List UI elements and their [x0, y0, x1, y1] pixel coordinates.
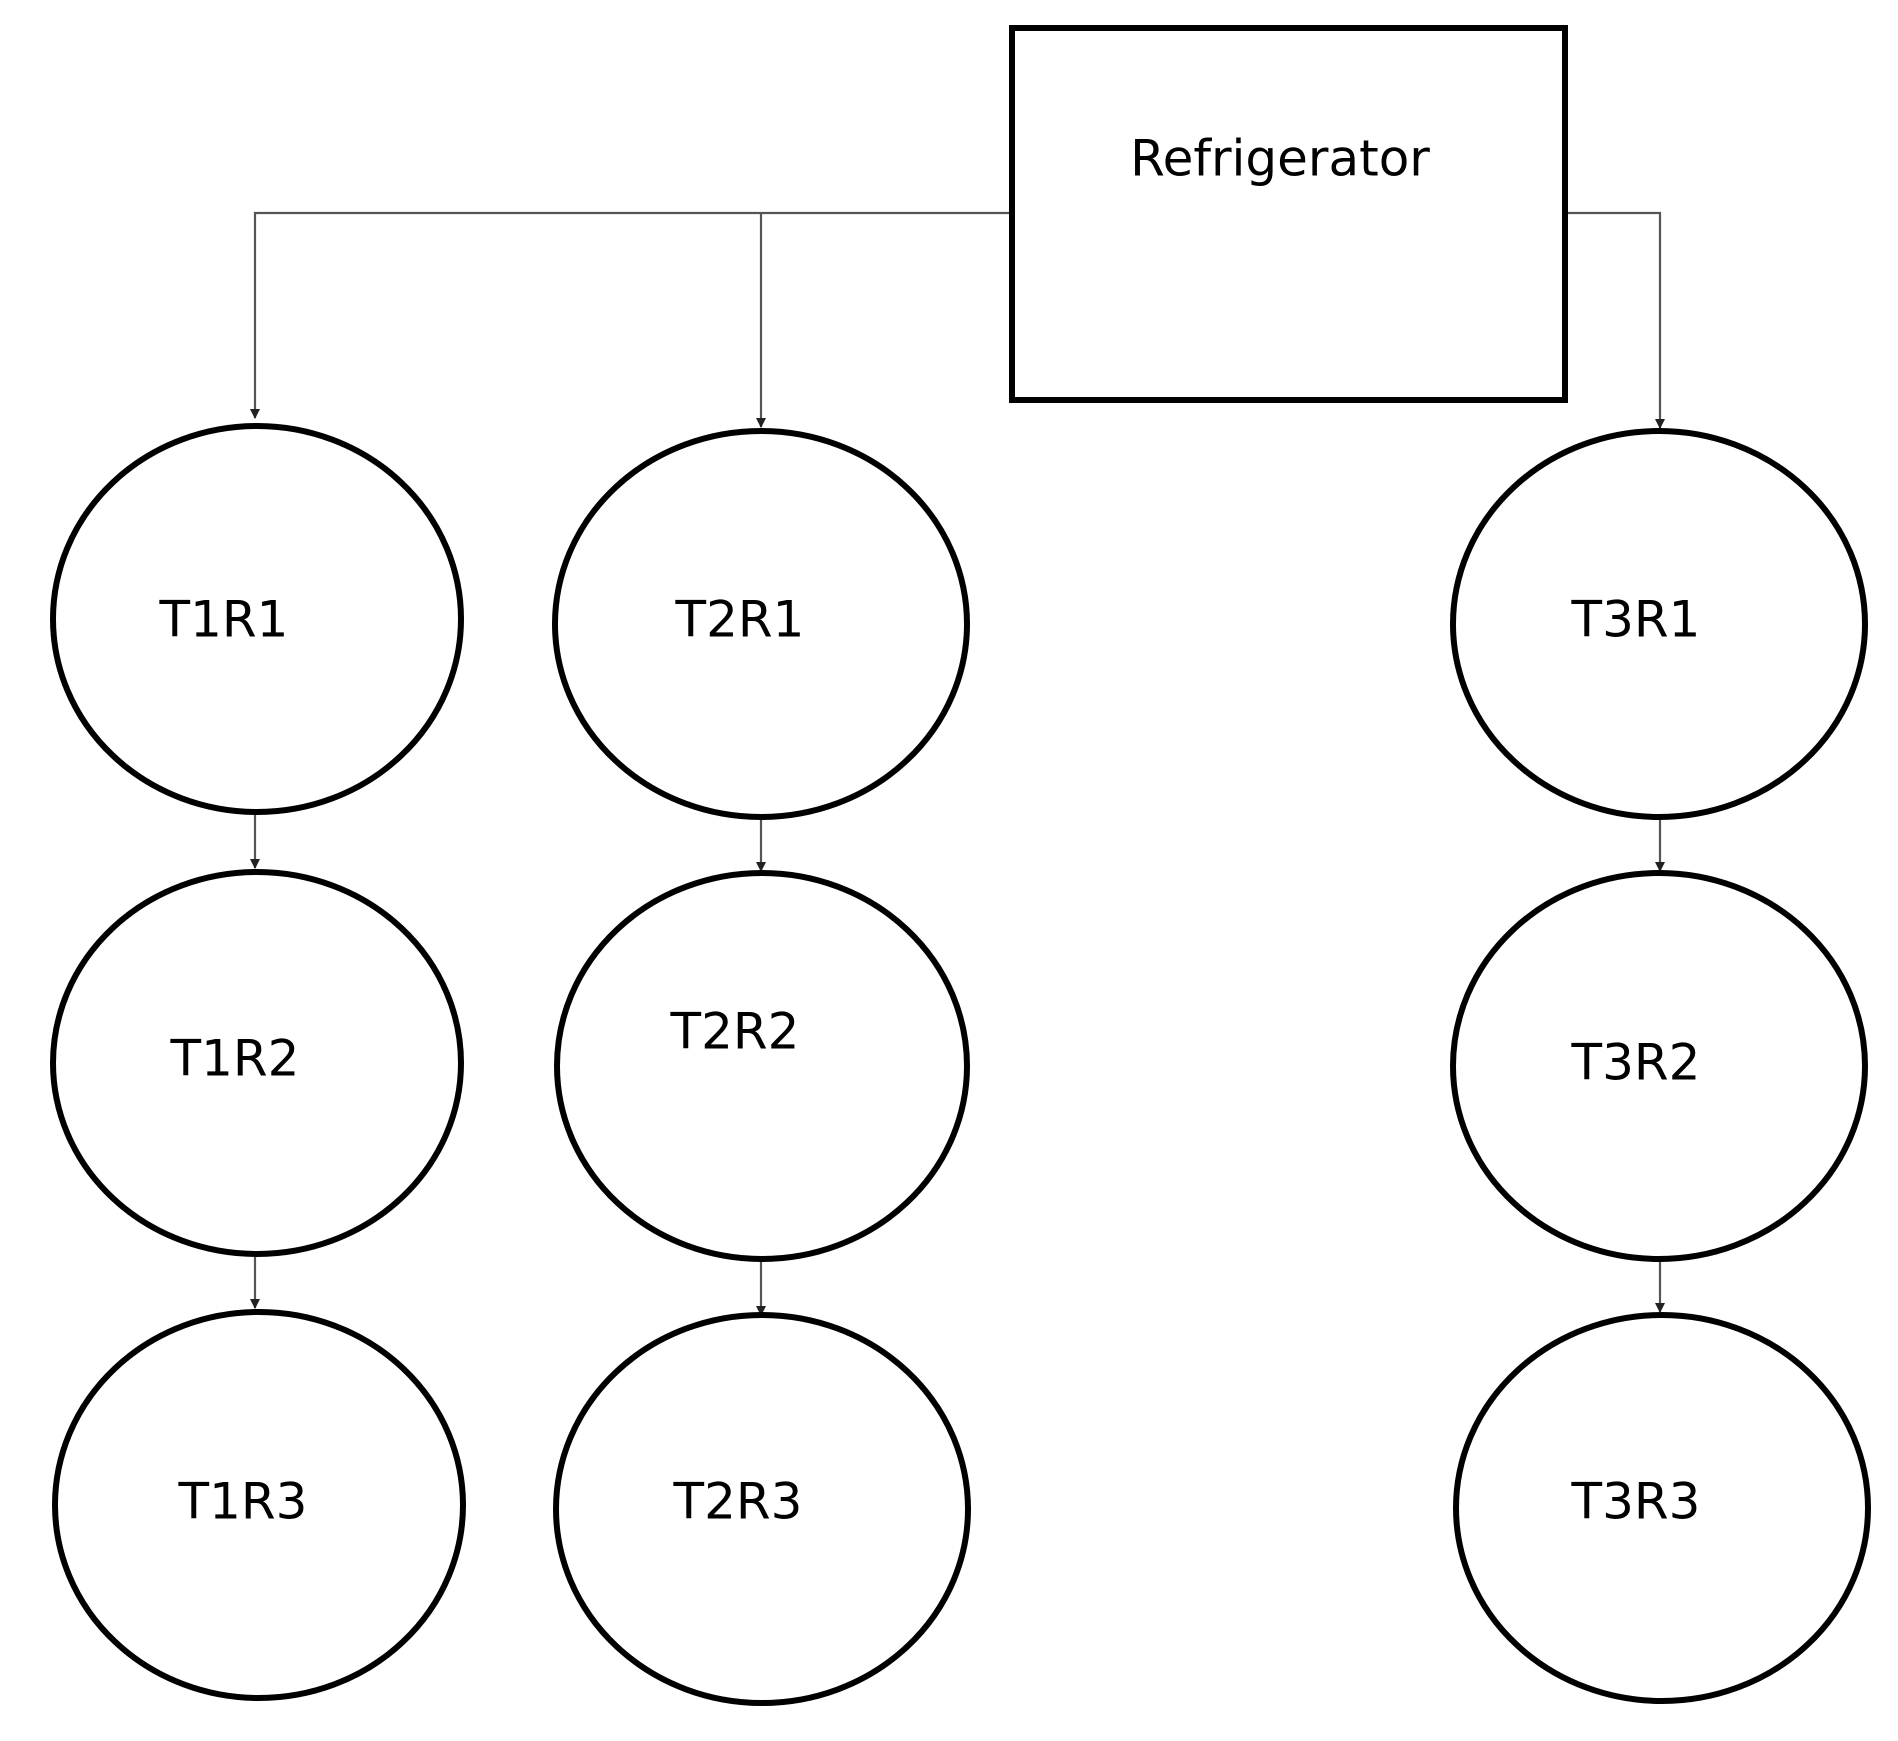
- root-box: Refrigerator: [1009, 25, 1568, 403]
- column-connectors: [250, 812, 1665, 1316]
- node-label: T1R1: [159, 591, 289, 649]
- node-t3r1: T3R1: [1450, 428, 1868, 820]
- node-t1r1: T1R1: [50, 423, 464, 815]
- connector-root-to-t3r1: [1565, 211, 1665, 429]
- node-label: T3R3: [1571, 1473, 1701, 1531]
- node-t2r1: T2R1: [552, 428, 970, 820]
- column-1: T1R1 T1R2 T1R3: [50, 423, 466, 1701]
- node-label: T1R2: [170, 1030, 300, 1088]
- node-label: T2R1: [675, 591, 805, 649]
- node-t2r3: T2R3: [553, 1312, 971, 1706]
- root-box-rect: [1009, 25, 1568, 403]
- column-2: T2R1 T2R2 T2R3: [552, 428, 971, 1706]
- node-t2r2: T2R2: [554, 870, 970, 1262]
- column-3: T3R1 T3R2 T3R3: [1450, 428, 1871, 1704]
- connector-root-to-t1r1: [250, 211, 1012, 419]
- node-label: T2R3: [673, 1473, 803, 1531]
- node-label: T3R2: [1571, 1034, 1701, 1092]
- root-box-label: Refrigerator: [1130, 130, 1430, 188]
- node-t1r2: T1R2: [50, 869, 464, 1257]
- root-connectors: [250, 211, 1665, 429]
- node-t1r3: T1R3: [52, 1309, 466, 1701]
- node-label: T3R1: [1571, 591, 1701, 649]
- node-t3r2: T3R2: [1450, 870, 1868, 1262]
- node-label: T2R2: [670, 1003, 800, 1061]
- node-label: T1R3: [178, 1473, 308, 1531]
- node-t3r3: T3R3: [1453, 1312, 1871, 1704]
